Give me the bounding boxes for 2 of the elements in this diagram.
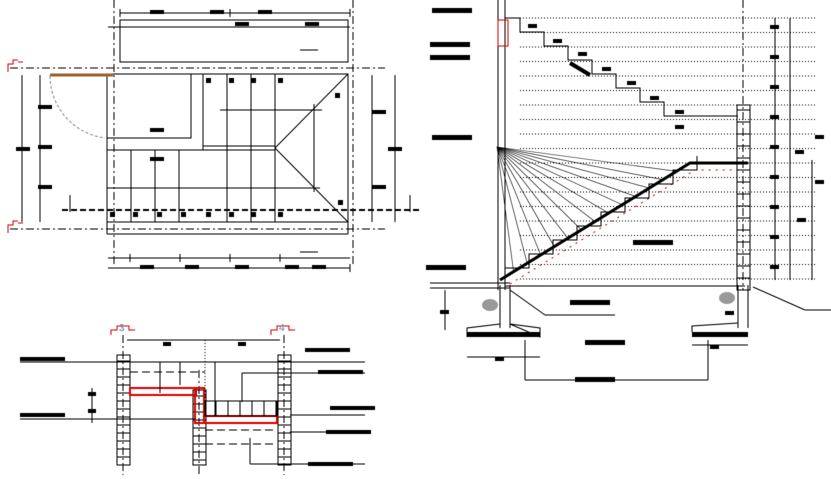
grid-label: 3 [119,323,125,334]
grid-label: 4 [279,323,285,334]
